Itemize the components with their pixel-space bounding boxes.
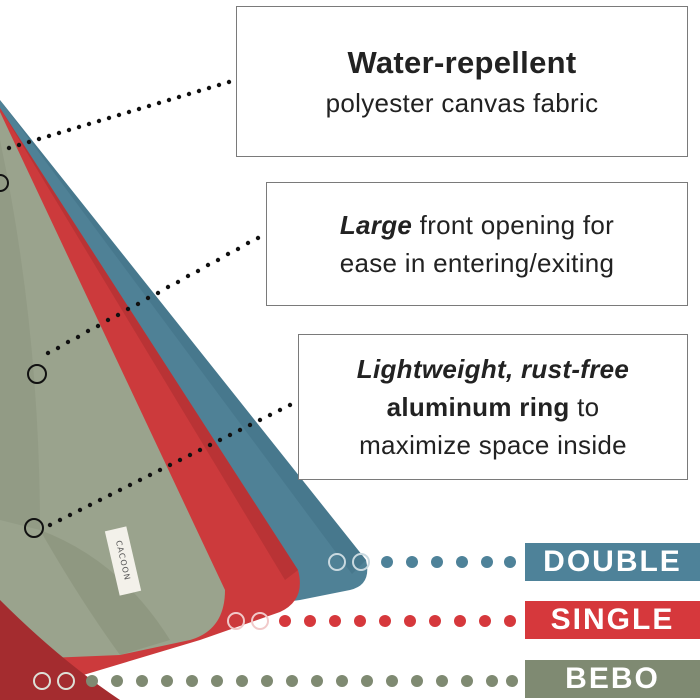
bebo-canopy xyxy=(0,112,225,660)
brand-tag-text: CACOON xyxy=(113,539,133,583)
callout-ring: Lightweight, rust-free aluminum ring to … xyxy=(298,334,688,480)
callout-ring-line2: aluminum ring to xyxy=(299,388,687,426)
leader-lines xyxy=(6,79,293,528)
size-tag-bebo: BEBO xyxy=(525,660,700,698)
callout-opening-emphasis: Large xyxy=(339,210,413,240)
callout-opening-line1-rest: front opening for xyxy=(412,210,615,240)
callout-ring-line2-rest: to xyxy=(569,392,600,422)
bebo-dots xyxy=(33,672,518,690)
size-tag-single: SINGLE xyxy=(525,601,700,639)
callout-opening-line1: Large front opening for xyxy=(267,206,687,244)
callout-ring-line1: Lightweight, rust-free xyxy=(356,354,630,384)
callout-ring-line3: maximize space inside xyxy=(359,430,627,460)
callout-opening-line2: ease in entering/exiting xyxy=(339,248,615,278)
callout-fabric-text: polyester canvas fabric xyxy=(325,87,599,118)
callout-ring-emphasis: aluminum ring xyxy=(386,392,570,422)
callout-fabric: Water-repellent polyester canvas fabric xyxy=(236,6,688,157)
callout-fabric-heading: Water-repellent xyxy=(347,44,577,80)
double-dots xyxy=(328,553,516,571)
size-tag-double: DOUBLE xyxy=(525,543,700,581)
callout-opening: Large front opening for ease in entering… xyxy=(266,182,688,306)
single-dots xyxy=(227,612,516,630)
